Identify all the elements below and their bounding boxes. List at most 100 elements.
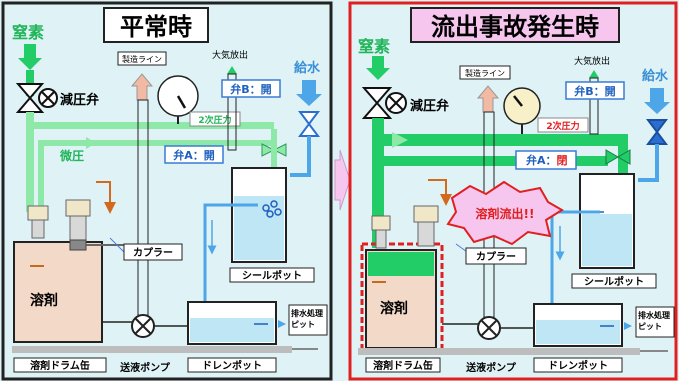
valve-b-label: 弁B：開 [230,82,271,96]
atmosphere-arrow-icon [589,70,599,78]
transition-arrow-icon [334,149,351,211]
seal-pot-box [229,267,315,283]
nitrogen-label: 窒素 [12,23,44,42]
water-valve-icon [646,119,668,145]
coupler-label: カプラー [476,250,516,263]
pressure-valve-icon [361,87,407,119]
valve-a-label: 弁A：開 [173,148,215,162]
water-pipe [290,136,311,177]
pit-arrow-icon [278,320,286,328]
valve-a-pipe [271,129,277,169]
low-pressure-pipe [38,140,44,210]
low-pressure-label: 微圧 [59,148,84,163]
valve-b-label: 弁B：開 [574,84,615,98]
valve-b-box [565,81,625,100]
solvent-label: 溶剤 [30,292,58,309]
drain-pot-water [190,318,274,342]
accident-panel: 流出事故発生時 窒素 減圧弁 製造ライン 2次圧力 大気放出 [348,1,678,381]
drain-pot-label: ドレンポット [548,359,608,372]
pressure-valve-label: 減圧弁 [60,92,99,108]
nitrogen-header-pipe [372,134,628,146]
drain-pot-label: ドレンポット [202,359,262,372]
ground [12,346,292,353]
flow-arrow-icon [392,132,408,148]
leak-alert-label: 溶剤流出!! [476,206,535,221]
coupler-right-icon [65,199,91,251]
drum-label-box [13,357,107,373]
solvent-label: 溶剤 [380,300,408,317]
nitrogen-return-pipe [38,140,274,146]
coupler-box [123,243,183,261]
vent-pipe [589,77,599,135]
nitrogen-down-pipe [26,112,34,212]
drain-pit-label: 排水処理ピット [638,311,670,331]
coupler-pointer [109,237,125,253]
drain-pot-water [536,320,620,344]
secondary-pressure-label: 2次圧力 [198,114,231,126]
solvent-flow-arrow [428,179,452,206]
drain-pot-box [187,357,277,373]
nitrogen-fill [368,252,434,276]
seal-pot-label: シールポット [584,275,644,288]
valve-a-state: 閉 [557,154,568,167]
nitrogen-return-pipe [372,156,608,166]
normal-title-box [103,7,209,43]
pump-icon [477,316,501,340]
production-line-label: 製造ライン [122,54,162,64]
water-inlet-arrow [296,80,322,106]
production-line-box [459,65,511,80]
nitrogen-inlet-arrow [366,56,390,80]
drum-label: 溶剤ドラム缶 [30,359,90,372]
pressure-gauge-icon [503,87,541,134]
seal-drain-pipe [203,203,258,320]
accident-title: 流出事故発生時 [431,13,599,41]
secondary-pressure-label: 2次圧力 [546,120,579,132]
atmosphere-arrow-icon [227,66,237,74]
water-supply-label: 給水 [642,68,669,84]
pit-arrow-icon [624,322,632,330]
valve-a-box [515,150,577,170]
coupler-left-icon [27,205,49,239]
coupler-left-icon [371,215,391,249]
atmosphere-label: 大気放出 [212,49,248,61]
production-line-arrow [130,73,154,101]
drain-pit-box [288,304,328,336]
valve-a-icon [261,143,287,157]
pump-icon [131,314,155,338]
leak-alert-burst [446,180,564,246]
pump-label: 送液ポンプ [465,361,517,374]
production-line-box [117,51,167,66]
seal-pot-water [582,214,632,266]
pressure-gauge-icon [157,75,199,124]
bubbles-icon [262,200,282,218]
valve-a-box [164,145,224,164]
atmosphere-label: 大気放出 [574,55,610,67]
nitrogen-inlet-arrow [18,44,42,70]
nitrogen-header-pipe [26,122,274,129]
solvent-flow-arrow [96,181,116,214]
normal-operation-panel: 平常時 窒素 減圧弁 微圧 製造ライン [1,1,333,381]
valve-a-closed-icon [605,149,631,165]
solvent-drum [13,241,103,343]
drum-label: 溶剤ドラム缶 [373,359,433,372]
vent-pipe [227,73,237,151]
coupler-label: カプラー [133,246,173,259]
production-line-arrow [476,85,500,113]
water-pipe [638,144,659,182]
flow-arrow-icon [86,137,96,149]
drain-pit-box [635,306,675,338]
seal-pot-box [571,273,657,289]
coupler-right-icon [413,205,439,247]
pump-label: 送液ポンプ [119,361,171,374]
valve-a-label: 弁A：閉 [526,153,568,167]
production-line-label: 製造ライン [465,68,505,78]
coupler-box [465,247,527,265]
pressure-valve-label: 減圧弁 [410,98,449,114]
water-supply-label: 給水 [294,60,321,76]
accident-title-box [410,7,620,43]
seal-pot-label: シールポット [242,269,302,282]
nitrogen-label: 窒素 [358,37,390,56]
drain-pit-label: 排水処理ピット [291,309,323,329]
water-inlet-arrow [644,88,670,114]
